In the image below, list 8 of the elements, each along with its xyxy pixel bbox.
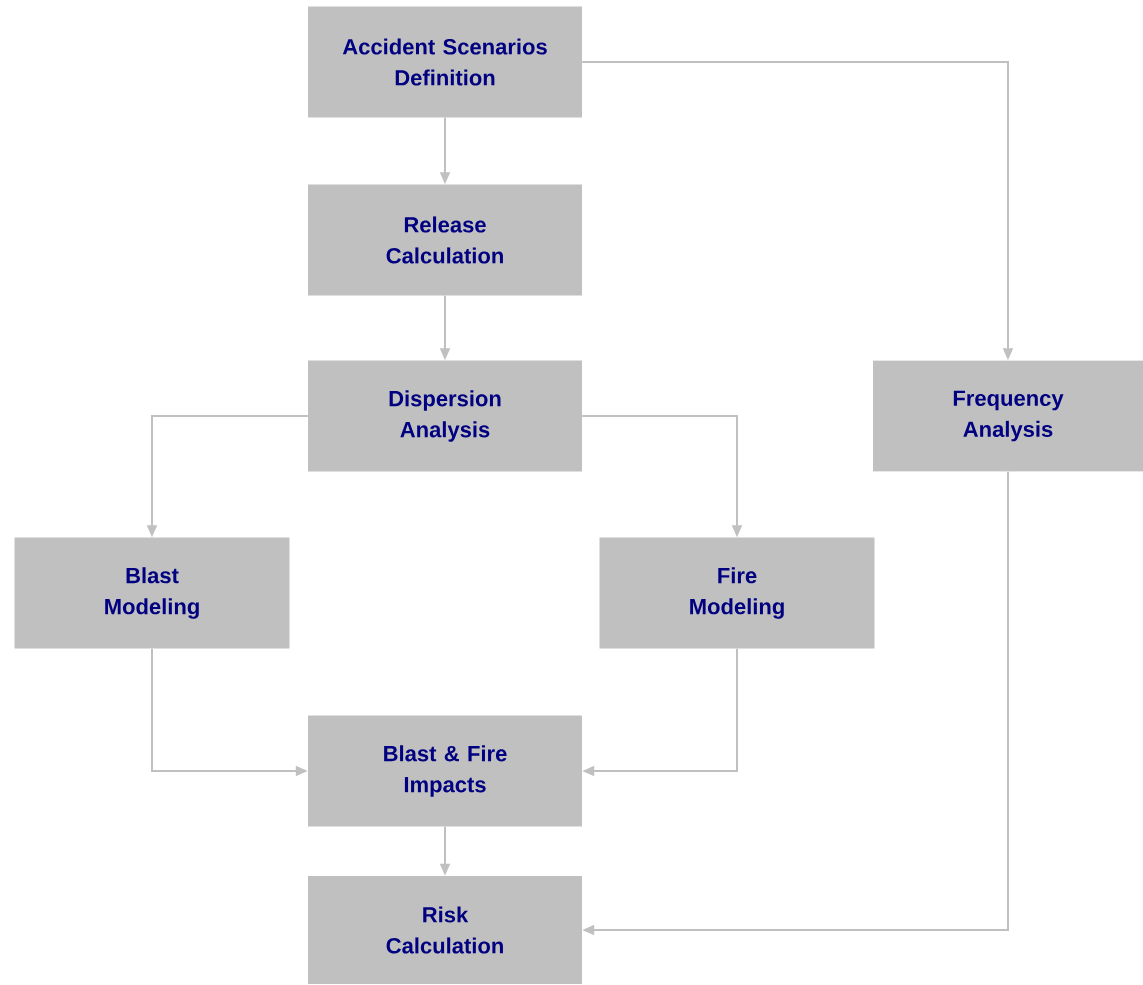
process-box: Blast Modeling bbox=[14, 537, 290, 649]
process-box: Release Calculation bbox=[308, 184, 582, 296]
process-box: Risk Calculation bbox=[308, 876, 582, 984]
process-box: Fire Modeling bbox=[599, 537, 875, 649]
process-box: Dispersion Analysis bbox=[308, 360, 582, 472]
process-box: Blast & Fire Impacts bbox=[308, 715, 582, 827]
process-box: Accident Scenarios Definition bbox=[308, 6, 582, 118]
process-box: Frequency Analysis bbox=[873, 360, 1143, 472]
